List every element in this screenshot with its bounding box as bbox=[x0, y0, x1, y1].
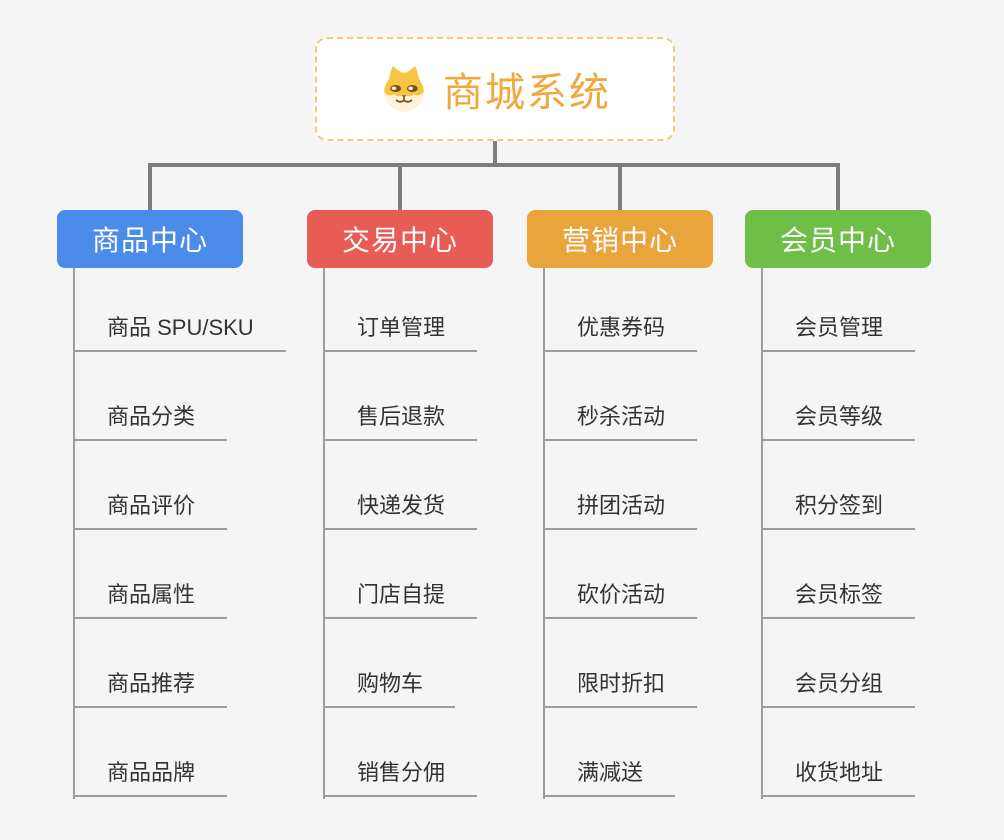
leaf-node[interactable]: 会员分组 bbox=[761, 666, 916, 708]
leaf-column-2: 订单管理售后退款快递发货门店自提购物车销售分佣 bbox=[323, 263, 563, 797]
leaf-node[interactable]: 购物车 bbox=[323, 666, 456, 708]
leaf-row: 商品 SPU/SKU bbox=[73, 263, 313, 352]
leaf-row: 会员等级 bbox=[761, 352, 1001, 441]
leaf-node[interactable]: 商品评价 bbox=[73, 488, 228, 530]
leaf-node[interactable]: 商品分类 bbox=[73, 399, 228, 441]
leaf-node[interactable]: 门店自提 bbox=[323, 577, 478, 619]
leaf-column-3: 优惠券码秒杀活动拼团活动砍价活动限时折扣满减送 bbox=[543, 263, 783, 797]
leaf-node[interactable]: 优惠券码 bbox=[543, 310, 698, 352]
leaf-node[interactable]: 售后退款 bbox=[323, 399, 478, 441]
leaf-node[interactable]: 收货地址 bbox=[761, 755, 916, 797]
leaf-node[interactable]: 商品品牌 bbox=[73, 755, 228, 797]
branch-node-4[interactable]: 会员中心 bbox=[745, 210, 931, 268]
root-title: 商城系统 bbox=[443, 71, 611, 115]
branch-node-2[interactable]: 交易中心 bbox=[307, 210, 493, 268]
leaf-node[interactable]: 会员等级 bbox=[761, 399, 916, 441]
branch-drop-line bbox=[398, 163, 402, 210]
leaf-row: 积分签到 bbox=[761, 441, 1001, 530]
leaf-node[interactable]: 商品 SPU/SKU bbox=[73, 310, 286, 352]
branch-drop-line bbox=[148, 163, 152, 210]
leaf-column-4: 会员管理会员等级积分签到会员标签会员分组收货地址 bbox=[761, 263, 1001, 797]
leaf-row: 会员分组 bbox=[761, 619, 1001, 708]
root-node[interactable]: 商城系统 bbox=[315, 37, 675, 141]
leaf-row: 优惠券码 bbox=[543, 263, 783, 352]
leaf-branch-line bbox=[323, 268, 325, 799]
leaf-row: 商品推荐 bbox=[73, 619, 313, 708]
leaf-row: 砍价活动 bbox=[543, 530, 783, 619]
leaf-row: 订单管理 bbox=[323, 263, 563, 352]
leaf-node[interactable]: 积分签到 bbox=[761, 488, 916, 530]
leaf-row: 秒杀活动 bbox=[543, 352, 783, 441]
leaf-row: 快递发货 bbox=[323, 441, 563, 530]
leaf-node[interactable]: 秒杀活动 bbox=[543, 399, 698, 441]
leaf-node[interactable]: 会员标签 bbox=[761, 577, 916, 619]
branch-drop-line bbox=[836, 163, 840, 210]
leaf-branch-line bbox=[761, 268, 763, 799]
leaf-row: 商品属性 bbox=[73, 530, 313, 619]
root-stub-line bbox=[493, 141, 497, 167]
leaf-node[interactable]: 限时折扣 bbox=[543, 666, 698, 708]
leaf-column-1: 商品 SPU/SKU 商品分类商品评价商品属性商品推荐商品品牌 bbox=[73, 263, 313, 797]
branch-bus-line bbox=[148, 163, 840, 167]
leaf-row: 会员标签 bbox=[761, 530, 1001, 619]
leaf-row: 销售分佣 bbox=[323, 708, 563, 797]
leaf-row: 购物车 bbox=[323, 619, 563, 708]
leaf-row: 商品分类 bbox=[73, 352, 313, 441]
leaf-row: 收货地址 bbox=[761, 708, 1001, 797]
leaf-row: 会员管理 bbox=[761, 263, 1001, 352]
leaf-node[interactable]: 会员管理 bbox=[761, 310, 916, 352]
branch-node-3[interactable]: 营销中心 bbox=[527, 210, 713, 268]
leaf-node[interactable]: 销售分佣 bbox=[323, 755, 478, 797]
leaf-row: 拼团活动 bbox=[543, 441, 783, 530]
leaf-row: 售后退款 bbox=[323, 352, 563, 441]
leaf-node[interactable]: 拼团活动 bbox=[543, 488, 698, 530]
leaf-branch-line bbox=[543, 268, 545, 799]
leaf-node[interactable]: 砍价活动 bbox=[543, 577, 698, 619]
leaf-node[interactable]: 商品属性 bbox=[73, 577, 228, 619]
branch-drop-line bbox=[618, 163, 622, 210]
leaf-row: 商品评价 bbox=[73, 441, 313, 530]
leaf-row: 门店自提 bbox=[323, 530, 563, 619]
leaf-row: 满减送 bbox=[543, 708, 783, 797]
leaf-node[interactable]: 商品推荐 bbox=[73, 666, 228, 708]
leaf-node[interactable]: 满减送 bbox=[543, 755, 676, 797]
leaf-row: 限时折扣 bbox=[543, 619, 783, 708]
branch-node-1[interactable]: 商品中心 bbox=[57, 210, 243, 268]
leaf-row: 商品品牌 bbox=[73, 708, 313, 797]
leaf-node[interactable]: 快递发货 bbox=[323, 488, 478, 530]
leaf-branch-line bbox=[73, 268, 75, 799]
leaf-node[interactable]: 订单管理 bbox=[323, 310, 478, 352]
dog-face-icon bbox=[384, 66, 424, 112]
